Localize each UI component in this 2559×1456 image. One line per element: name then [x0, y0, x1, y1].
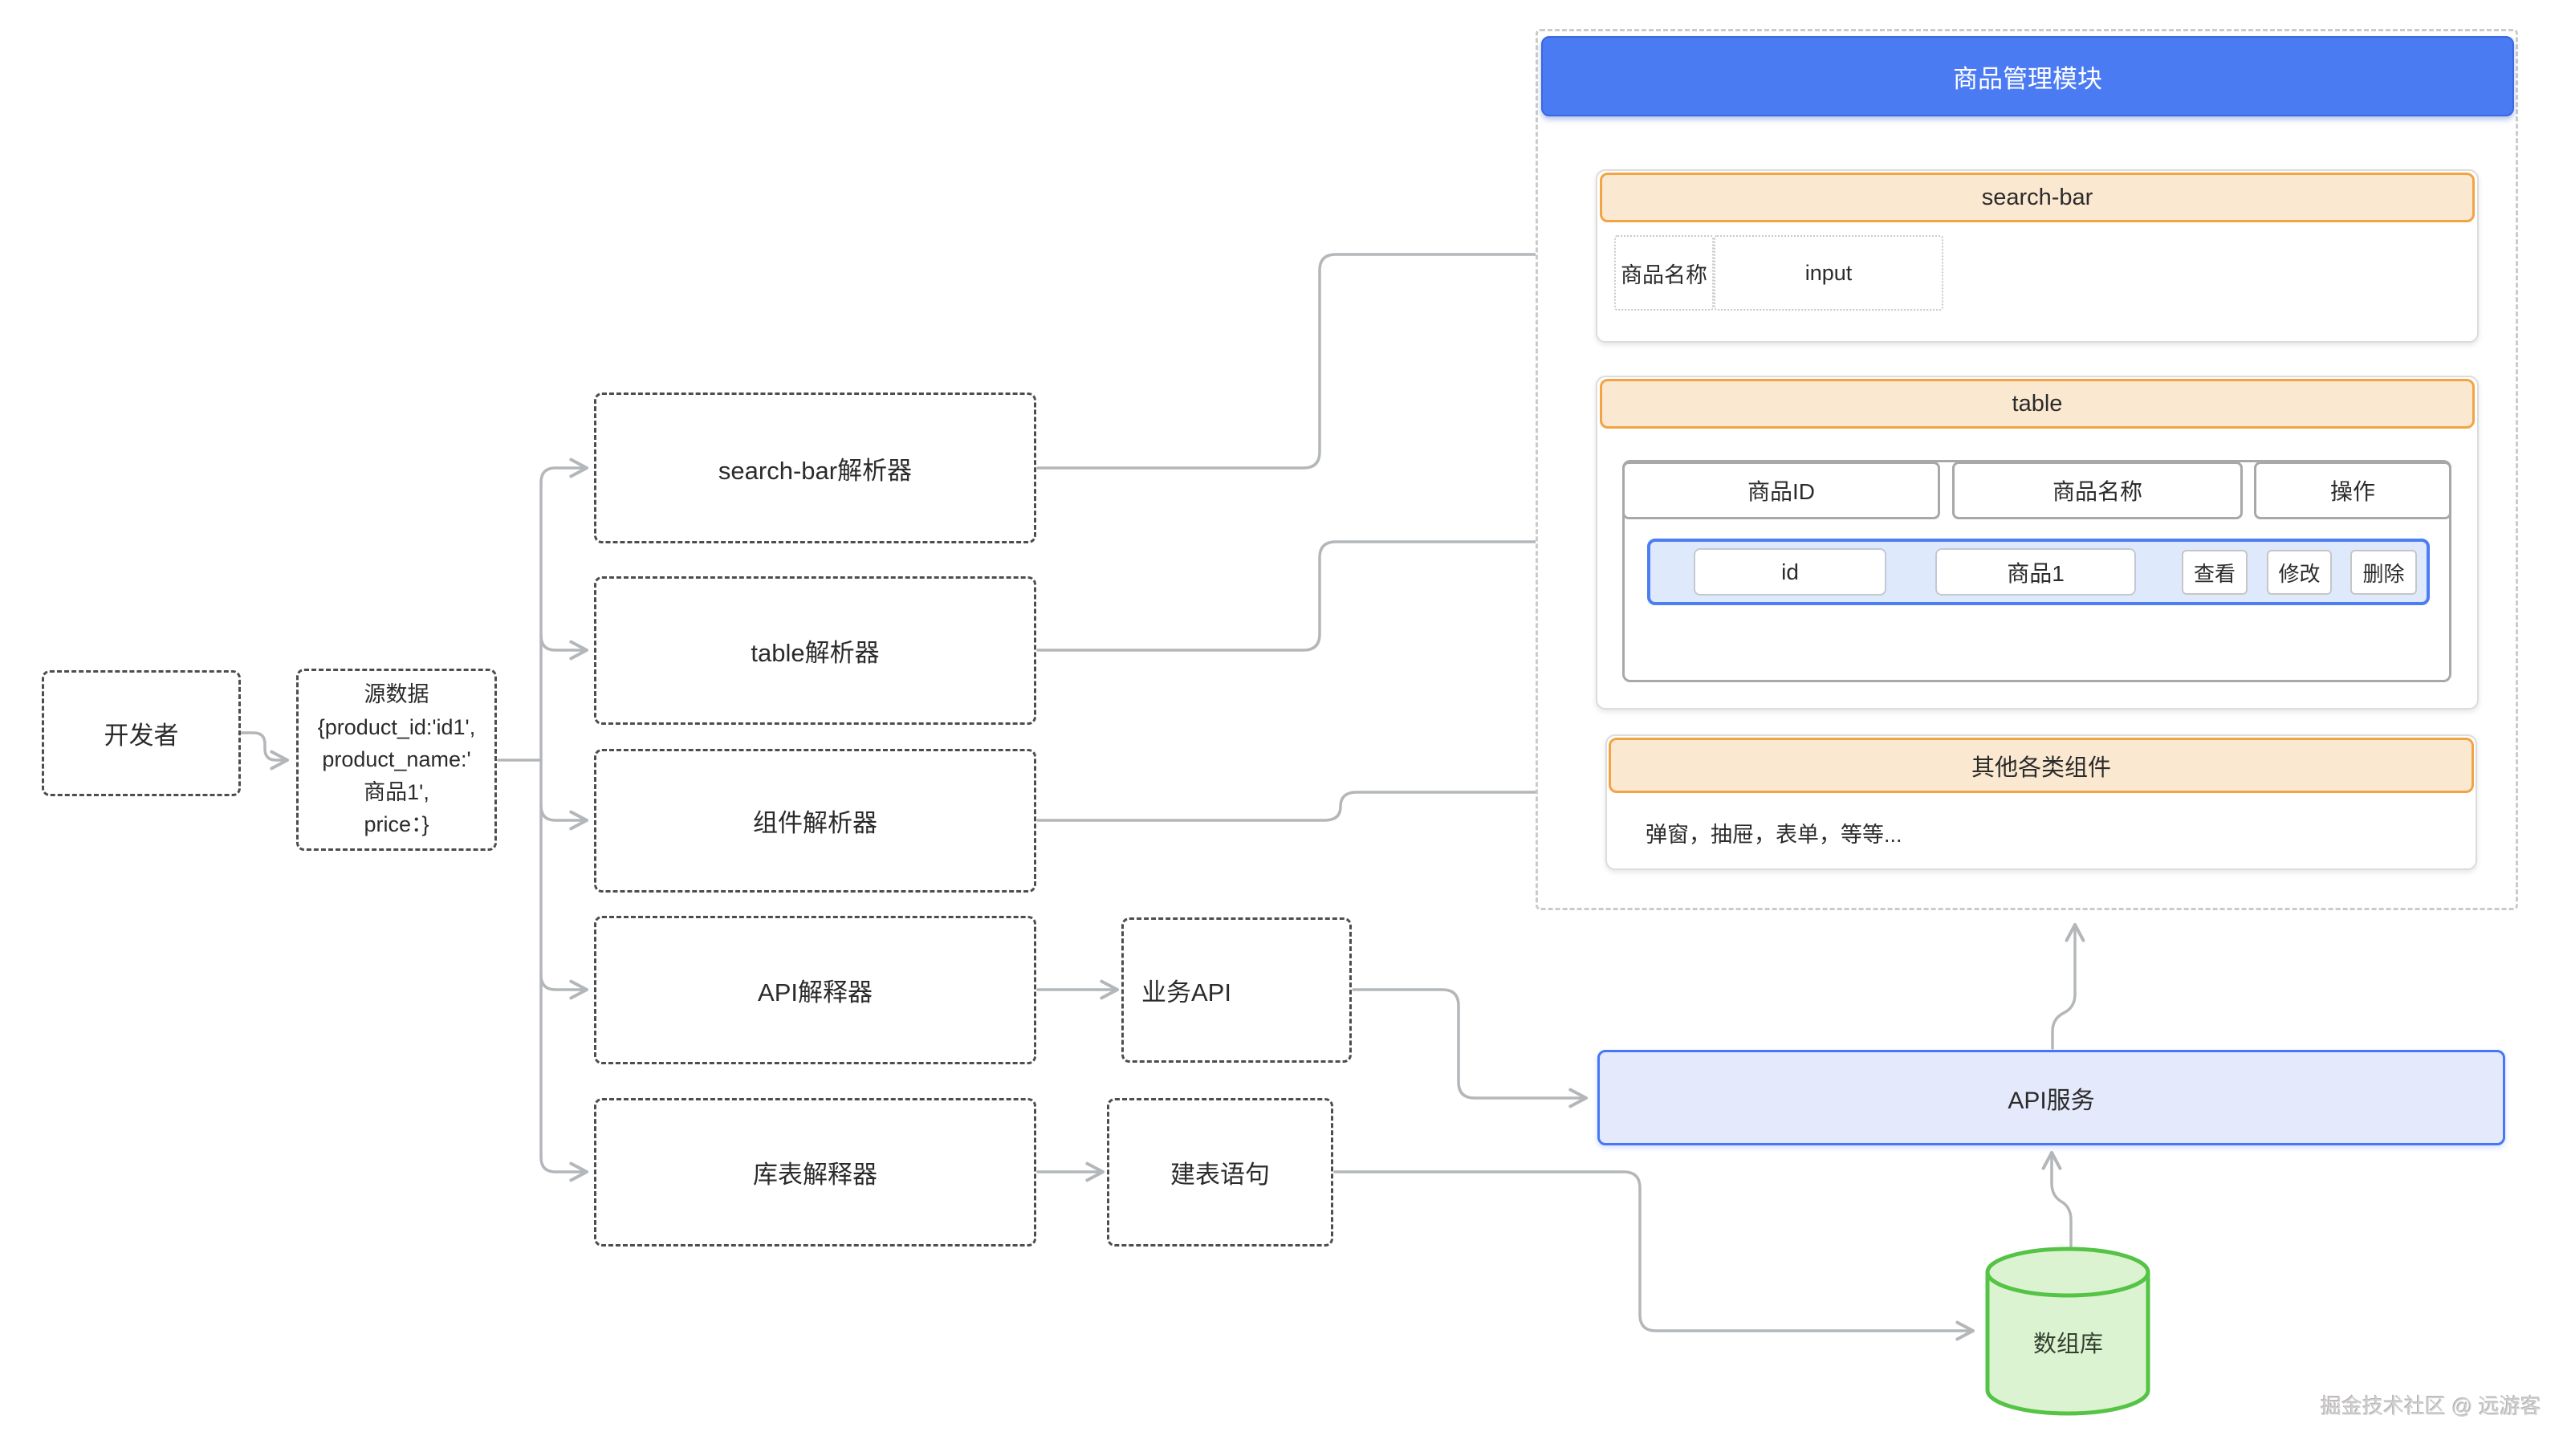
- parser-label: table解析器: [751, 639, 880, 667]
- delete-button-label: 删除: [2362, 561, 2405, 586]
- table-col-header-label: 商品ID: [1747, 479, 1815, 504]
- search-field-label-box: 商品名称: [1614, 235, 1714, 311]
- product-module-header: 商品管理模块: [1541, 36, 2514, 116]
- other-components-title: 其他各类组件: [1971, 754, 2111, 781]
- api-service-label: API服务: [2008, 1087, 2095, 1114]
- table-cell-name: 商品1: [1935, 548, 2136, 596]
- parser-box-api: API解释器: [594, 916, 1036, 1064]
- parser-box-search-bar: search-bar解析器: [594, 392, 1036, 543]
- parser-box-component: 组件解析器: [594, 749, 1036, 893]
- search-field-label: 商品名称: [1621, 262, 1707, 287]
- source-data-title: 源数据: [364, 682, 429, 707]
- search-input-box: input: [1714, 235, 1943, 311]
- search-bar-title: search-bar: [1981, 184, 2093, 210]
- table-cell-id: id: [1694, 548, 1886, 596]
- table-col-header-label: 操作: [2329, 479, 2375, 504]
- other-components-header: 其他各类组件: [1609, 738, 2474, 793]
- business-api-box: 业务API: [1121, 917, 1352, 1063]
- source-data-line: 商品1',: [364, 779, 429, 804]
- parser-label: 库表解释器: [753, 1161, 877, 1189]
- other-components-desc: 弹窗，抽屉，表单，等等...: [1646, 823, 1902, 847]
- business-api-label: 业务API: [1141, 978, 1231, 1007]
- search-bar-header: search-bar: [1600, 173, 2475, 222]
- watermark: 掘金技术社区 @ 远游客: [2321, 1394, 2541, 1418]
- view-button: 查看: [2182, 550, 2248, 595]
- create-table-sql-label: 建表语句: [1170, 1161, 1270, 1189]
- source-data-box: 源数据 {product_id:'id1', product_name:' 商品…: [296, 669, 497, 851]
- database-label: 数组库: [2032, 1332, 2103, 1357]
- table-header: table: [1600, 379, 2475, 429]
- edit-button-label: 修改: [2278, 561, 2321, 586]
- parser-box-db-schema: 库表解释器: [594, 1098, 1036, 1247]
- table-col-header-name: 商品名称: [1952, 462, 2243, 519]
- developer-label: 开发者: [104, 722, 179, 750]
- parser-box-table: table解析器: [594, 576, 1036, 725]
- source-data-line: product_name:': [322, 747, 471, 772]
- table-cell-id-value: id: [1781, 559, 1799, 584]
- parser-label: API解释器: [758, 978, 873, 1007]
- table-cell-name-value: 商品1: [2007, 560, 2065, 586]
- table-title: table: [2012, 390, 2063, 417]
- search-input-label: input: [1804, 260, 1853, 285]
- delete-button: 删除: [2350, 550, 2417, 595]
- table-col-header-id: 商品ID: [1622, 462, 1940, 519]
- edit-button: 修改: [2267, 550, 2332, 595]
- table-col-header-actions: 操作: [2254, 462, 2451, 519]
- create-table-sql-box: 建表语句: [1107, 1098, 1333, 1247]
- api-service-box: API服务: [1597, 1050, 2505, 1145]
- parser-label: 组件解析器: [753, 809, 877, 837]
- source-data-line: {product_id:'id1',: [317, 714, 476, 739]
- product-module-title: 商品管理模块: [1953, 64, 2102, 93]
- source-data-line: price：}: [364, 812, 429, 837]
- table-col-header-label: 商品名称: [2052, 479, 2142, 504]
- database-cylinder: [1985, 1247, 2150, 1416]
- view-button-label: 查看: [2193, 561, 2236, 586]
- developer-box: 开发者: [42, 670, 241, 796]
- parser-label: search-bar解析器: [718, 456, 913, 485]
